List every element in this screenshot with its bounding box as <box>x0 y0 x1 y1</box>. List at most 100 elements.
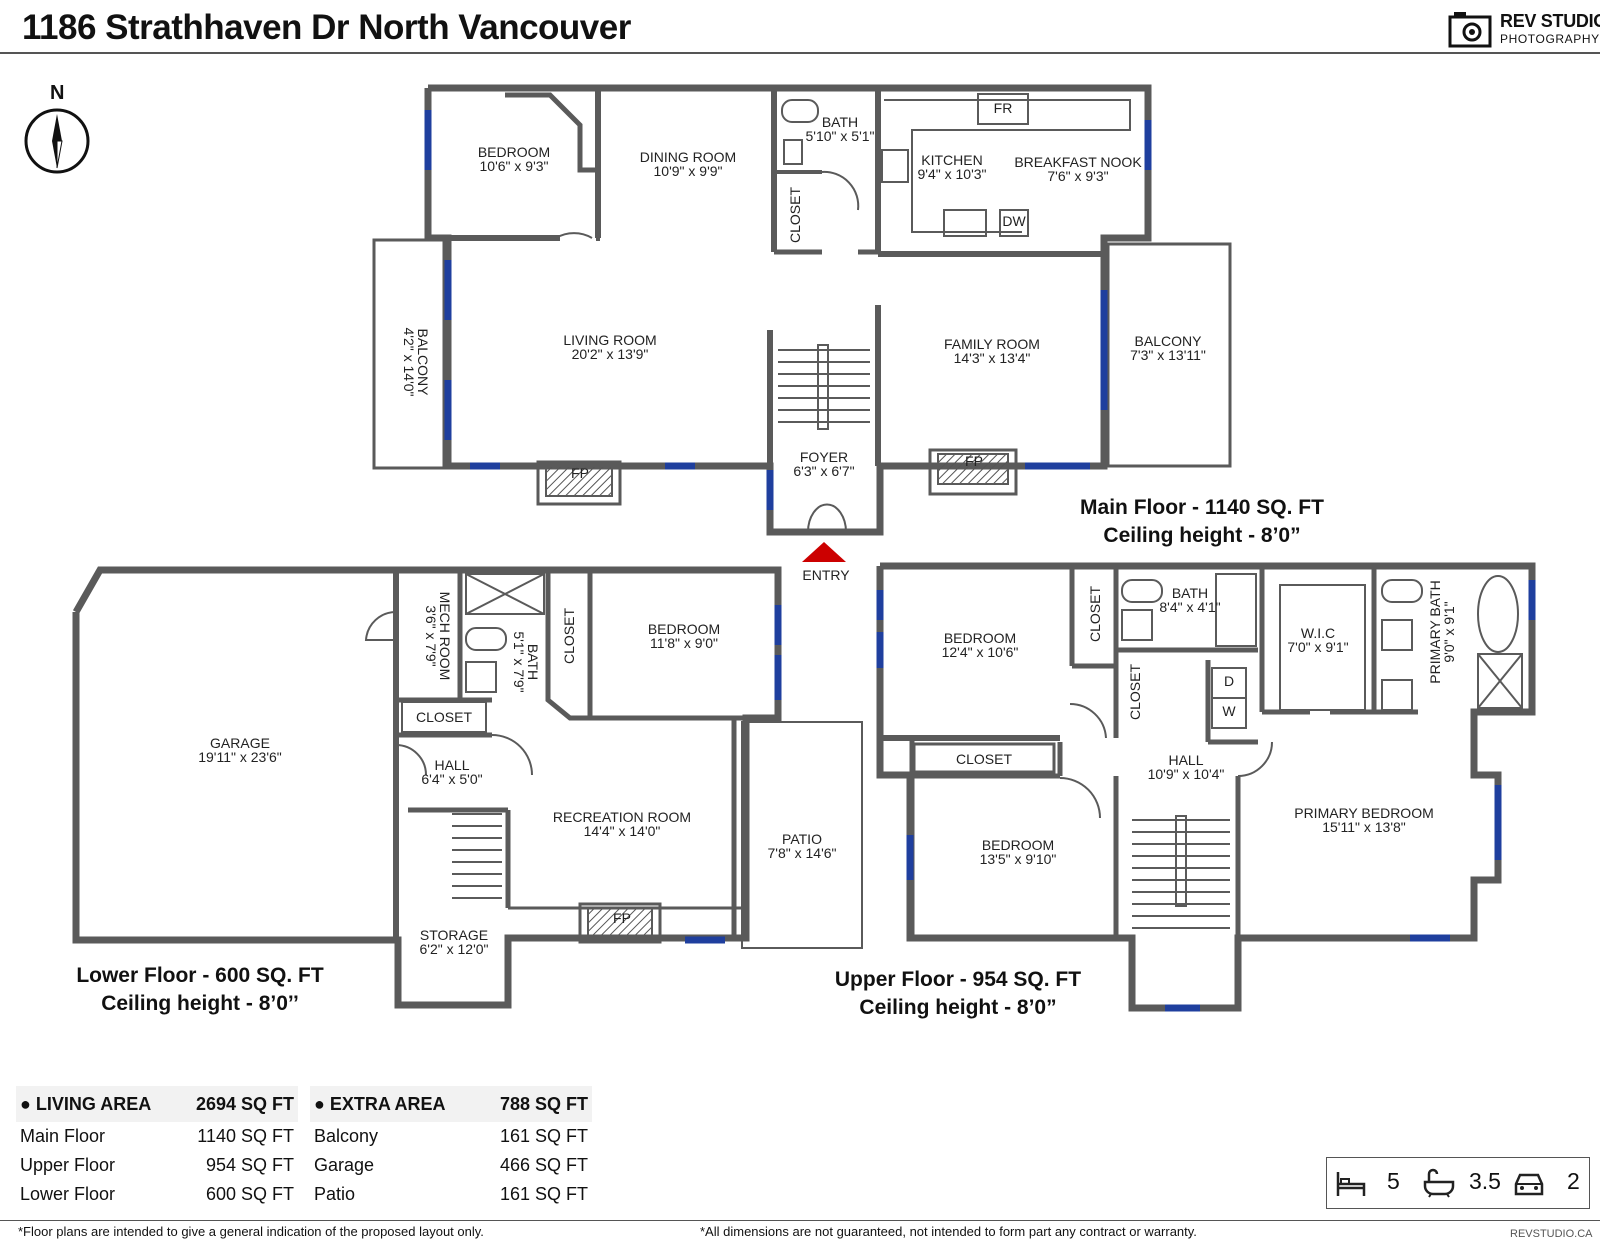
room-label: PRIMARY BEDROOM <box>1294 805 1434 821</box>
room-dimension: 3'6" x 7'9" <box>423 605 439 666</box>
brand-logo: REV STUDIO PHOTOGRAPHY <box>1448 8 1600 50</box>
compass: N <box>20 82 94 178</box>
room-dimension: 10'6" x 9'3" <box>480 158 549 174</box>
room-label: BEDROOM <box>478 144 550 160</box>
brand-name: REV STUDIO <box>1500 11 1600 31</box>
room-label: RECREATION ROOM <box>553 809 691 825</box>
room-label: MECH ROOM <box>437 592 453 681</box>
table-cell: Lower Floor <box>20 1184 116 1204</box>
room-dimension: 8'4" x 4'1" <box>1159 599 1220 615</box>
footer-disclaimer-right: *All dimensions are not guaranteed, not … <box>700 1224 1197 1239</box>
room-label: PATIO <box>782 831 822 847</box>
upper-floor-labels: BEDROOM 12'4" x 10'6" CLOSET BATH 8'4" x… <box>942 580 1457 867</box>
bedroom-count: 5 <box>1387 1168 1400 1194</box>
room-label: CLOSET <box>787 187 803 243</box>
room-label: KITCHEN <box>921 152 982 168</box>
room-dimension: 4'2" x 14'0" <box>401 328 417 397</box>
room-dimension: 12'4" x 10'6" <box>942 644 1019 660</box>
room-dimension: 7'3" x 13'11" <box>1130 347 1206 363</box>
lower-floor-windows <box>685 605 782 944</box>
lower-floor-ceiling: Ceiling height - 8’0’’ <box>101 992 299 1015</box>
bathtub-icon <box>1423 1168 1455 1198</box>
room-label: CLOSET <box>561 608 577 664</box>
room-dimension: 6'4" x 5'0" <box>421 771 482 787</box>
plan-element <box>364 573 863 949</box>
room-label: BATH <box>1172 585 1208 601</box>
room-dimension: 6'2" x 12'0" <box>420 941 489 957</box>
main-floor-area: Main Floor - 1140 SQ. FT <box>1080 496 1324 519</box>
upper-floor-caption: Upper Floor - 954 SQ. FT Ceiling height … <box>828 966 1088 1022</box>
room-label: BEDROOM <box>982 837 1054 853</box>
table-row: Patio 161 SQ FT <box>310 1180 592 1209</box>
upper-floor-area: Upper Floor - 954 SQ. FT <box>834 968 1082 991</box>
room-dimension: 14'4" x 14'0" <box>584 823 661 839</box>
property-stats: 5 3.5 2 <box>1326 1157 1590 1209</box>
main-floor-labels: BEDROOM 10'6" x 9'3" DINING ROOM 10'9" x… <box>401 100 1206 583</box>
main-floor-plan <box>424 84 1152 536</box>
room-label: BATH <box>822 114 858 130</box>
room-label: STORAGE <box>420 927 488 943</box>
entry-label: ENTRY <box>802 567 850 583</box>
title-divider <box>0 52 1600 54</box>
room-dimension: 14'3" x 13'4" <box>954 350 1031 366</box>
fireplace-label: FP <box>571 465 589 481</box>
room-dimension: 10'9" x 10'4" <box>1148 766 1225 782</box>
living-area-total: 2694 SQ FT <box>176 1086 298 1122</box>
room-dimension: 20'2" x 13'9" <box>572 346 649 362</box>
entry-arrow-icon <box>802 542 846 562</box>
table-cell: 466 SQ FT <box>499 1155 588 1175</box>
room-dimension: 19'11" x 23'6" <box>198 749 282 765</box>
table-cell: Balcony <box>314 1126 379 1146</box>
plan-element <box>372 93 1232 533</box>
room-dimension: 7'8" x 14'6" <box>768 845 837 861</box>
camera-icon <box>1448 12 1492 48</box>
room-label: BEDROOM <box>648 621 720 637</box>
room-label: DINING ROOM <box>640 149 736 165</box>
dryer-label: D <box>1224 673 1234 689</box>
washer-label: W <box>1222 703 1236 719</box>
bathroom-count: 3.5 <box>1469 1168 1501 1194</box>
bed-icon <box>1336 1172 1366 1196</box>
footer-divider <box>0 1220 1600 1221</box>
room-label: BATH <box>525 644 541 680</box>
extra-area-total: 788 SQ FT <box>477 1086 592 1122</box>
room-label: PRIMARY BATH <box>1427 580 1443 683</box>
plan-element <box>778 344 870 430</box>
room-label: BREAKFAST NOOK <box>1014 154 1142 170</box>
table-cell: Garage <box>314 1155 375 1175</box>
table-row: Garage 466 SQ FT <box>310 1151 592 1180</box>
room-label: FOYER <box>800 449 848 465</box>
living-area-heading: ● LIVING AREA <box>16 1086 177 1122</box>
room-dimension: 9'4" x 10'3" <box>918 166 987 182</box>
room-label: BALCONY <box>1135 333 1203 349</box>
room-label: LIVING ROOM <box>563 332 656 348</box>
lower-floor-area: Lower Floor - 600 SQ. FT <box>76 964 324 987</box>
room-label: CLOSET <box>1087 586 1103 642</box>
lower-floor-plan <box>72 566 782 1009</box>
room-dimension: 10'9" x 9'9" <box>654 163 723 179</box>
upper-floor-ceiling: Ceiling height - 8’0” <box>859 996 1057 1019</box>
room-dimension: 7'0" x 9'1" <box>1287 639 1348 655</box>
page-title: 1186 Strathhaven Dr North Vancouver <box>22 8 631 47</box>
lower-floor-labels: GARAGE 19'11" x 23'6" MECH ROOM 3'6" x 7… <box>198 592 836 957</box>
table-cell: Upper Floor <box>20 1155 116 1175</box>
table-cell: Patio <box>314 1184 356 1204</box>
compass-north-label: N <box>50 82 65 104</box>
room-label: CLOSET <box>956 751 1012 767</box>
table-cell: 161 SQ FT <box>499 1184 588 1204</box>
footer-website: REVSTUDIO.CA <box>1510 1228 1593 1240</box>
table-cell: Main Floor <box>20 1126 106 1146</box>
extra-area-heading: ● EXTRA AREA <box>310 1086 478 1122</box>
room-label: CLOSET <box>1127 664 1143 720</box>
fridge-label: FR <box>994 100 1013 116</box>
room-label: HALL <box>1168 752 1203 768</box>
room-dimension: 7'6" x 9'3" <box>1047 168 1108 184</box>
upper-floor-windows <box>876 580 1536 1012</box>
main-floor-ceiling: Ceiling height - 8’0” <box>1103 524 1301 547</box>
